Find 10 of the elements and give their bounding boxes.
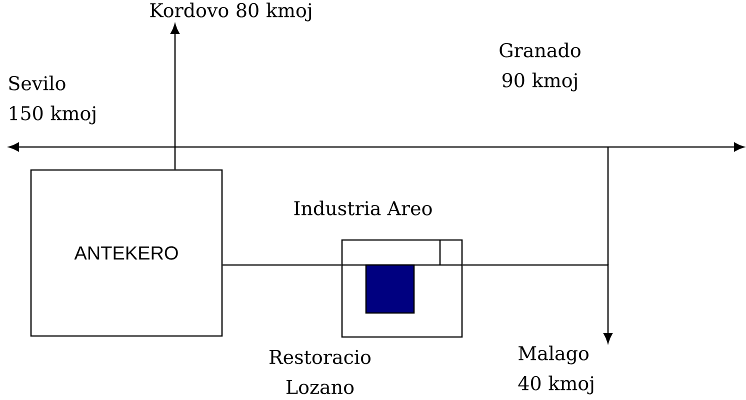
town-box: ANTEKERO (30, 169, 223, 337)
place-label: Kordovo 80 kmoj (150, 2, 311, 22)
place-label: Granado 90 kmoj (500, 42, 580, 92)
arrow (170, 24, 180, 170)
place-label: Restoracio Lozano (270, 350, 371, 394)
arrow (462, 264, 612, 344)
arrow (8, 142, 744, 152)
place-label: Industria Areo (294, 200, 432, 216)
place-label: Sevilo 150 kmoj (9, 76, 96, 124)
place-label: Malago 40 kmoj (518, 346, 594, 394)
